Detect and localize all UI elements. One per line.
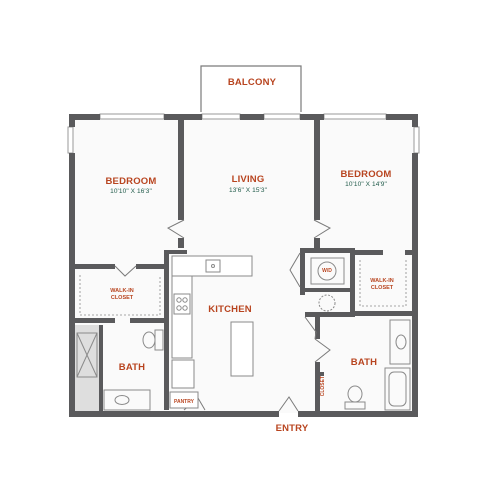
bedroom-left-dimensions: 10'10" X 16'3": [110, 188, 152, 195]
closet-label: CLOSET: [320, 376, 326, 397]
window-right-bedroom: [323, 113, 387, 120]
right-bath-fixtures: [344, 319, 411, 411]
bath-left-label: BATH: [118, 362, 146, 373]
window-left-bedroom: [99, 113, 165, 120]
window-left-side: [67, 126, 74, 154]
kitchen-counters: [169, 255, 254, 409]
left-shower: [76, 332, 98, 378]
left-toilet-icon: [142, 331, 156, 349]
balcony-outline: [200, 65, 302, 112]
window-balcony-right: [263, 113, 301, 120]
kitchen-island: [230, 321, 254, 377]
kitchen-label: KITCHEN: [208, 304, 252, 315]
walkin-closet-right-label: WALK-IN CLOSET: [370, 278, 394, 292]
window-balcony-left: [201, 113, 241, 120]
bedroom-left-label: BEDROOM: [105, 176, 157, 187]
walkin-left-line1: WALK-IN: [110, 288, 134, 294]
left-vanity: [103, 389, 151, 411]
right-toilet-icon: [347, 385, 363, 403]
left-shaded-area: [75, 325, 99, 411]
left-sink-icon: [114, 395, 130, 405]
left-bath-fixtures: [76, 329, 164, 411]
walkin-right-line1: WALK-IN: [370, 278, 394, 284]
right-sink-icon: [395, 334, 407, 350]
balcony-label: BALCONY: [227, 77, 277, 88]
right-tub: [384, 367, 411, 411]
kitchen-sink-icon: [205, 259, 221, 273]
walkin-left-line2: CLOSET: [110, 295, 134, 301]
walkin-closet-left-label: WALK-IN CLOSET: [110, 288, 134, 302]
stove-icon: [173, 293, 191, 315]
washer-dryer-icon: [310, 257, 345, 285]
bath-right-label: BATH: [350, 357, 378, 368]
door-swings: [114, 219, 332, 412]
window-right-side: [413, 126, 420, 154]
kitchen-counter-left: [171, 275, 193, 359]
refrigerator: [171, 359, 195, 389]
right-vanity: [389, 319, 411, 365]
bedroom-right-dimensions: 10'10" X 14'9": [345, 181, 387, 188]
water-heater-icon: [318, 294, 336, 312]
wd-label: W/D: [322, 268, 332, 274]
bedroom-right-label: BEDROOM: [340, 169, 392, 180]
interior-walls: [75, 120, 412, 411]
walkin-right-line2: CLOSET: [370, 285, 394, 291]
pantry-label: PANTRY: [174, 399, 194, 405]
pantry-shelf: [169, 391, 199, 409]
exterior-walls: [69, 114, 418, 417]
living-label: LIVING: [231, 174, 265, 185]
living-dimensions: 13'6" X 15'3": [228, 187, 268, 194]
entry-label: ENTRY: [275, 423, 309, 434]
